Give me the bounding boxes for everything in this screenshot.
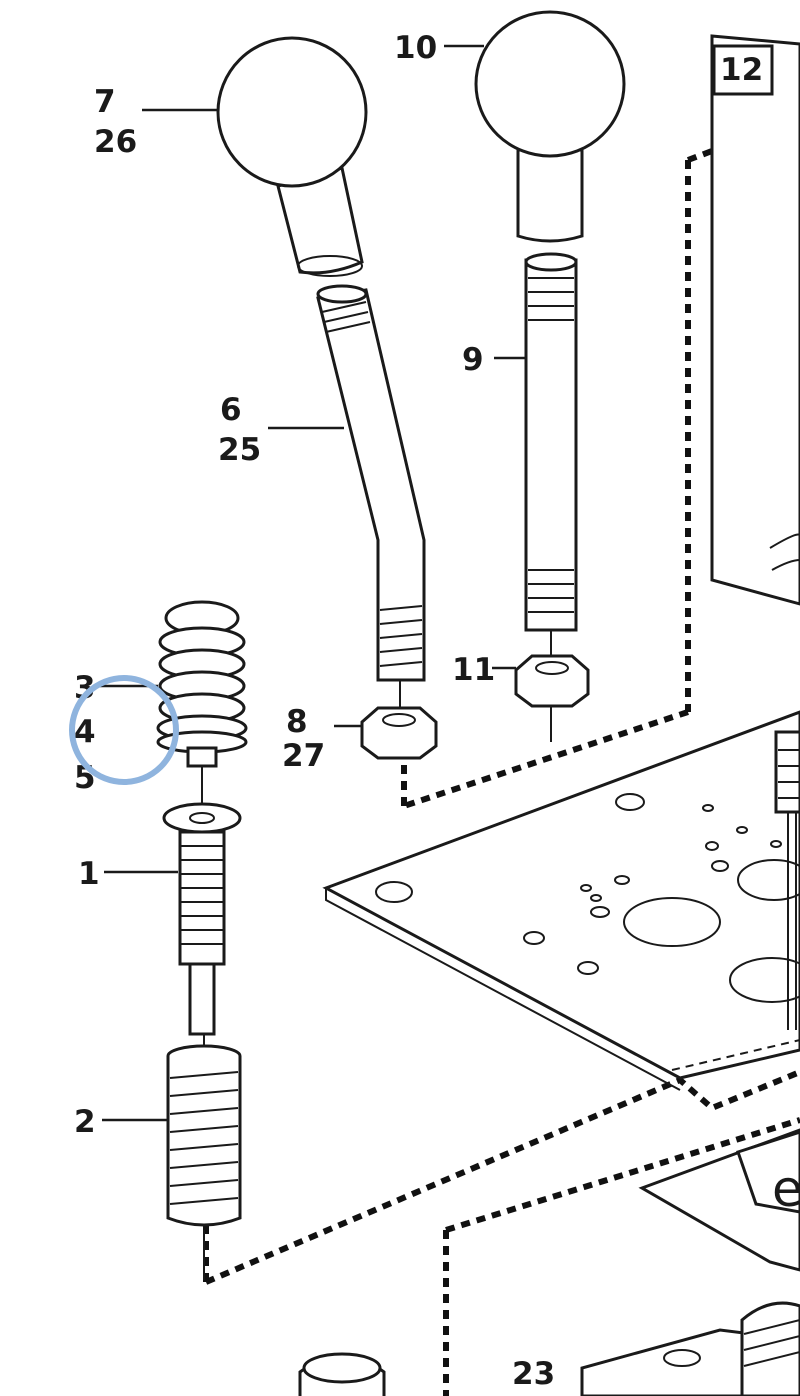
lower-panel: e: [638, 1128, 800, 1272]
part-9-straight-rod: [524, 252, 578, 632]
callout-12-box: [712, 44, 774, 96]
callout-27: 27: [282, 738, 325, 774]
callout-2: 2: [74, 1104, 96, 1140]
callout-1: 1: [78, 856, 100, 892]
callout-12: 12: [720, 52, 763, 88]
callout-8: 8: [286, 704, 308, 740]
callout-9: 9: [462, 342, 484, 378]
right-edge-rod: [774, 730, 800, 1030]
callout-6: 6: [220, 392, 242, 428]
callout-7: 7: [94, 84, 116, 120]
part-6-bent-rod: [316, 284, 426, 682]
part-12-frame: [710, 34, 800, 606]
part-2-spring: [166, 1034, 242, 1280]
callout-25: 25: [218, 432, 261, 468]
callout-10: 10: [394, 30, 437, 66]
panel-glyph: e: [772, 1160, 800, 1218]
part-7-knob: [216, 36, 368, 277]
part-1-plunger: [162, 766, 242, 1036]
bottom-fittings: [298, 1301, 800, 1396]
part-3-4-5-spring-assembly: [156, 600, 248, 768]
callout-26: 26: [94, 124, 137, 160]
part-11-nut: [514, 630, 590, 742]
callout-11: 11: [452, 652, 495, 688]
part-8-nut: [360, 680, 438, 760]
mounting-plate: [322, 710, 800, 1091]
callout-3: 3: [74, 670, 96, 706]
highlight-circle: [69, 675, 179, 785]
callout-labels: 7 26 10 12 9 6 25 3 4 5 8 27 11 1 2 23: [74, 30, 763, 1392]
part-10-knob: [474, 10, 626, 243]
leader-lines: [100, 44, 526, 1122]
callout-23: 23: [512, 1356, 555, 1392]
callout-4: 4: [74, 714, 96, 750]
